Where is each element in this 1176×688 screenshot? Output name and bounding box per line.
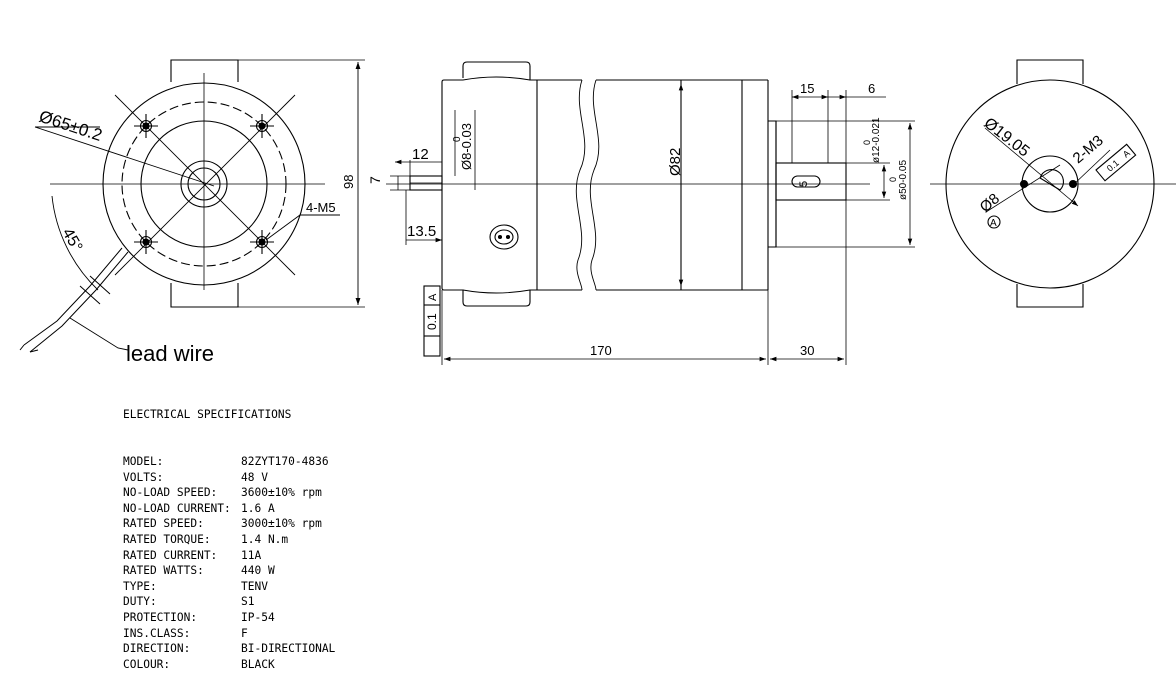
spec-value: 3000±10% rpm: [241, 517, 322, 531]
spec-label: VOLTS:: [123, 470, 164, 484]
spec-value: 440 W: [241, 564, 275, 578]
spec-row: RATED CURRENT: 11A: [123, 548, 335, 564]
pilot-diameter-label: ø50-0.05: [898, 160, 909, 200]
spec-label: NO-LOAD SPEED:: [123, 486, 218, 500]
spec-label: NO-LOAD CURRENT:: [123, 501, 231, 515]
spec-label: RATED SPEED:: [123, 517, 204, 531]
spec-value: 48 V: [241, 470, 268, 484]
front-lug-bottom: [170, 283, 239, 308]
side-connector: [489, 224, 519, 250]
output-diameter-label: ø12-0.021: [871, 117, 882, 163]
spec-value: 1.4 N.m: [241, 532, 289, 546]
angle-arc: [51, 195, 99, 291]
right-view: [930, 59, 1176, 308]
hole-tol-datum: A: [1121, 148, 1132, 160]
spec-value: F: [241, 626, 248, 640]
lead-wire: [19, 247, 129, 353]
spec-label: RATED CURRENT:: [123, 548, 218, 562]
bolt-hole-br: [250, 230, 274, 254]
spec-row: TYPE: TENV: [123, 579, 335, 595]
spec-row: DUTY: S1: [123, 594, 335, 610]
datum-symbol: [987, 215, 1001, 229]
right-boss-d-shaft: [1039, 169, 1064, 191]
bolt-hole-tr: [250, 114, 274, 138]
lead-wire-label: lead wire: [126, 341, 214, 366]
break-line-left: [575, 79, 586, 291]
output-len-a-label: 15: [800, 81, 814, 96]
front-angle-label: 45°: [59, 226, 86, 255]
screw-leader: [265, 214, 301, 241]
front-screw-label: 4-M5: [306, 200, 336, 215]
spec-row: NO-LOAD CURRENT: 1.6 A: [123, 501, 335, 517]
shaft-dia-label: Ø8-0.03: [459, 123, 474, 170]
front-view: [19, 59, 365, 353]
hole-leader: [1071, 149, 1111, 187]
key-width-label: 7: [367, 176, 383, 184]
tolerance-datum: A: [427, 293, 439, 301]
spec-label: RATED TORQUE:: [123, 532, 211, 546]
spec-value: BLACK: [241, 657, 275, 671]
spec-label: INS.CLASS:: [123, 626, 191, 640]
side-end-cap: [441, 61, 538, 307]
front-height-label: 98: [341, 175, 356, 189]
spec-value: BI-DIRECTIONAL: [241, 642, 336, 656]
right-lug-top: [1016, 59, 1084, 84]
hole-label: 2-M3: [1070, 132, 1107, 167]
spec-label: RATED WATTS:: [123, 564, 204, 578]
specs-heading: ELECTRICAL SPECIFICATIONS: [123, 408, 292, 422]
spec-value: 3600±10% rpm: [241, 486, 322, 500]
front-lug-top: [170, 59, 239, 82]
boss-leader: [985, 164, 1061, 213]
spec-row: RATED WATTS: 440 W: [123, 563, 335, 579]
body-diameter-label: Ø82: [667, 148, 684, 176]
spec-value: TENV: [241, 579, 268, 593]
shaft-dia-tol-upper: 0: [452, 136, 463, 142]
spec-row: RATED SPEED: 3000±10% rpm: [123, 516, 335, 532]
diameter-leader: [34, 126, 215, 187]
spec-row: DIRECTION: BI-DIRECTIONAL: [123, 641, 335, 657]
shaft-len-label: 13.5: [407, 223, 436, 240]
pilot-dia-tol-upper: 0: [888, 177, 898, 182]
spec-value: 82ZYT170-4836: [241, 454, 329, 468]
hole-tol-frame: [1095, 143, 1137, 182]
shaft-ext-label: 30: [800, 343, 814, 358]
spec-row: INS.CLASS: F: [123, 626, 335, 642]
pcd-label: Ø19.05: [981, 115, 1033, 161]
body-length-label: 170: [590, 343, 612, 358]
boss-label: Ø8: [977, 190, 1003, 216]
output-keyway: [791, 175, 821, 188]
pcd-leader: [984, 127, 1079, 207]
spec-label: MODEL:: [123, 454, 164, 468]
bolt-hole-bl: [134, 230, 158, 254]
shaft-step-label: 12: [412, 146, 429, 163]
output-shaft: [775, 162, 847, 201]
motor-drawing: Ø65±0.2 98 45° 4-M5 lead wire: [19, 59, 1176, 366]
spec-value: 1.6 A: [241, 501, 275, 515]
spec-row: RATED TORQUE: 1.4 N.m: [123, 532, 335, 548]
output-len-b-label: 6: [868, 81, 875, 96]
side-view: [386, 61, 915, 365]
tolerance-frame: [423, 285, 441, 357]
spec-label: DIRECTION:: [123, 642, 191, 656]
key-label: 5: [798, 181, 810, 187]
spec-row: MODEL: 82ZYT170-4836: [123, 454, 335, 470]
spec-value: S1: [241, 595, 255, 609]
right-lug-bottom: [1016, 284, 1084, 308]
output-dia-tol-upper: 0: [862, 140, 872, 145]
tolerance-value: 0.1: [425, 313, 439, 330]
spec-label: COLOUR:: [123, 657, 171, 671]
spec-row: COLOUR: BLACK: [123, 657, 335, 673]
spec-label: TYPE:: [123, 579, 157, 593]
spec-label: DUTY:: [123, 595, 157, 609]
spec-row: VOLTS: 48 V: [123, 470, 335, 486]
datum-label: A: [990, 218, 997, 229]
spec-value: 11A: [241, 548, 262, 562]
spec-row: NO-LOAD SPEED: 3600±10% rpm: [123, 485, 335, 501]
electrical-specifications: ELECTRICAL SPECIFICATIONS MODEL: 82ZYT170…: [123, 376, 335, 688]
break-line-right: [589, 79, 600, 291]
bolt-hole-tl: [134, 114, 158, 138]
